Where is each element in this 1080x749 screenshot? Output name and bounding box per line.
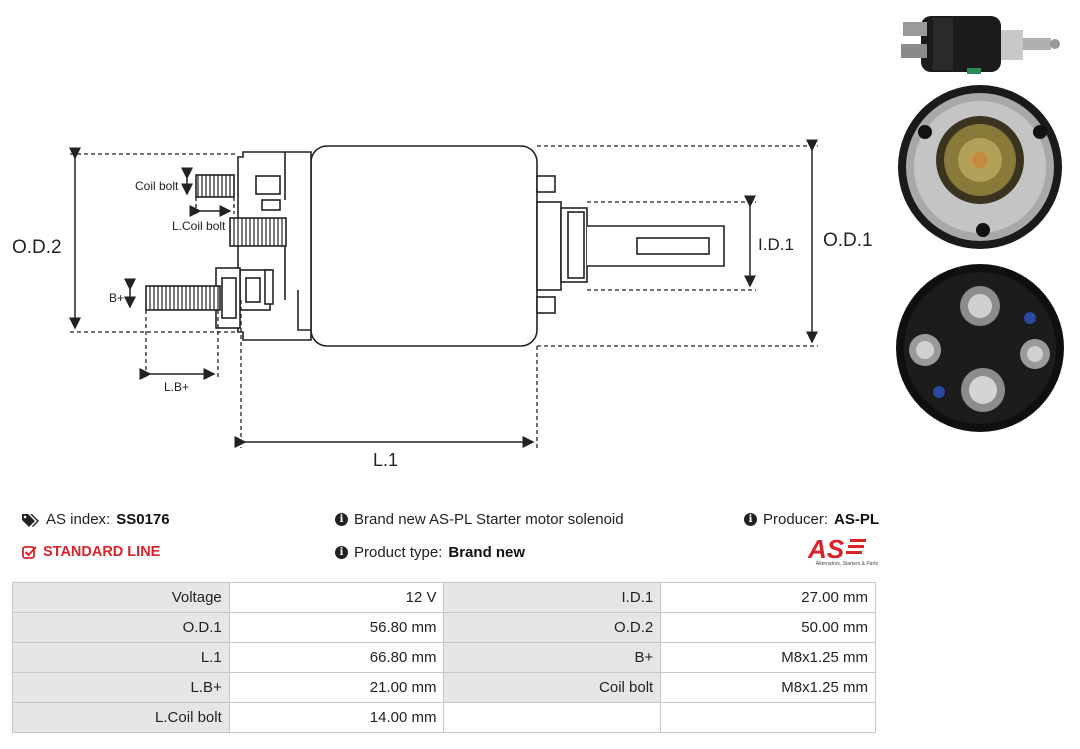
table-row: L.Coil bolt 14.00 mm <box>12 702 876 733</box>
table-row: L.1 66.80 mm B+ M8x1.25 mm <box>12 642 876 673</box>
spec-value: 27.00 mm <box>660 582 876 613</box>
product-type-label: Product type: <box>354 544 443 561</box>
as-index-value: SS0176 <box>116 511 170 528</box>
as-index: AS index: SS0176 <box>22 511 170 528</box>
table-row: Voltage 12 V I.D.1 27.00 mm <box>12 582 876 613</box>
spec-label <box>443 702 662 733</box>
spec-label: O.D.1 <box>12 612 230 643</box>
spec-label: Voltage <box>12 582 230 613</box>
spec-value: M8x1.25 mm <box>660 642 876 673</box>
table-row: L.B+ 21.00 mm Coil bolt M8x1.25 mm <box>12 672 876 703</box>
producer-label: Producer: <box>763 511 829 528</box>
tags-icon <box>22 513 39 527</box>
producer: i Producer: AS-PL <box>744 511 879 528</box>
producer-value: AS-PL <box>834 511 880 528</box>
logo-tagline: Alternators, Starters & Parts <box>815 561 878 567</box>
description: i Brand new AS-PL Starter motor solenoid <box>335 511 624 528</box>
spec-label: L.Coil bolt <box>12 702 230 733</box>
check-square-icon <box>22 546 37 559</box>
label-l-b-plus: L.B+ <box>164 380 189 394</box>
spec-value: 56.80 mm <box>228 612 445 643</box>
spec-value: 50.00 mm <box>660 612 876 643</box>
spec-label: B+ <box>443 642 662 673</box>
info-icon: i <box>335 546 348 559</box>
label-od2: O.D.2 <box>12 237 62 258</box>
product-photo-rear <box>896 264 1064 432</box>
product-type: i Product type: Brand new <box>335 544 525 561</box>
logo-text: AS <box>807 535 845 561</box>
spec-value: 12 V <box>228 582 445 613</box>
as-pl-logo: AS <box>807 535 866 561</box>
standard-line-badge: STANDARD LINE <box>22 544 160 560</box>
label-l-coil-bolt: L.Coil bolt <box>172 219 226 233</box>
label-l1: L.1 <box>373 450 398 470</box>
spec-value: 66.80 mm <box>228 642 445 673</box>
spec-label: O.D.2 <box>443 612 662 643</box>
label-od1: O.D.1 <box>823 230 873 251</box>
standard-line-label: STANDARD LINE <box>43 544 161 560</box>
info-icon: i <box>744 513 757 526</box>
spec-value: 14.00 mm <box>228 702 445 733</box>
product-type-value: Brand new <box>448 544 526 561</box>
specs-table: Voltage 12 V I.D.1 27.00 mm O.D.1 56.80 … <box>12 582 876 733</box>
solenoid-technical-drawing: Coil bolt L.Coil bolt B+ L.B+ O.D.2 O.D.… <box>12 139 873 470</box>
label-coil-bolt: Coil bolt <box>135 179 179 193</box>
spec-value <box>660 702 876 733</box>
spec-label: L.1 <box>12 642 230 673</box>
product-info: AS index: SS0176 STANDARD LINE i Brand n… <box>0 500 1080 580</box>
description-text: Brand new AS-PL Starter motor solenoid <box>354 511 624 528</box>
product-photo-front <box>898 85 1062 249</box>
table-row: O.D.1 56.80 mm O.D.2 50.00 mm <box>12 612 876 643</box>
product-photo-side <box>901 16 1060 74</box>
label-id1: I.D.1 <box>758 235 794 254</box>
spec-label: I.D.1 <box>443 582 662 613</box>
spec-label: Coil bolt <box>443 672 662 703</box>
label-b-plus: B+ <box>109 291 124 305</box>
spec-value: M8x1.25 mm <box>660 672 876 703</box>
spec-label: L.B+ <box>12 672 230 703</box>
info-icon: i <box>335 513 348 526</box>
spec-value: 21.00 mm <box>228 672 445 703</box>
as-index-label: AS index: <box>46 511 111 528</box>
